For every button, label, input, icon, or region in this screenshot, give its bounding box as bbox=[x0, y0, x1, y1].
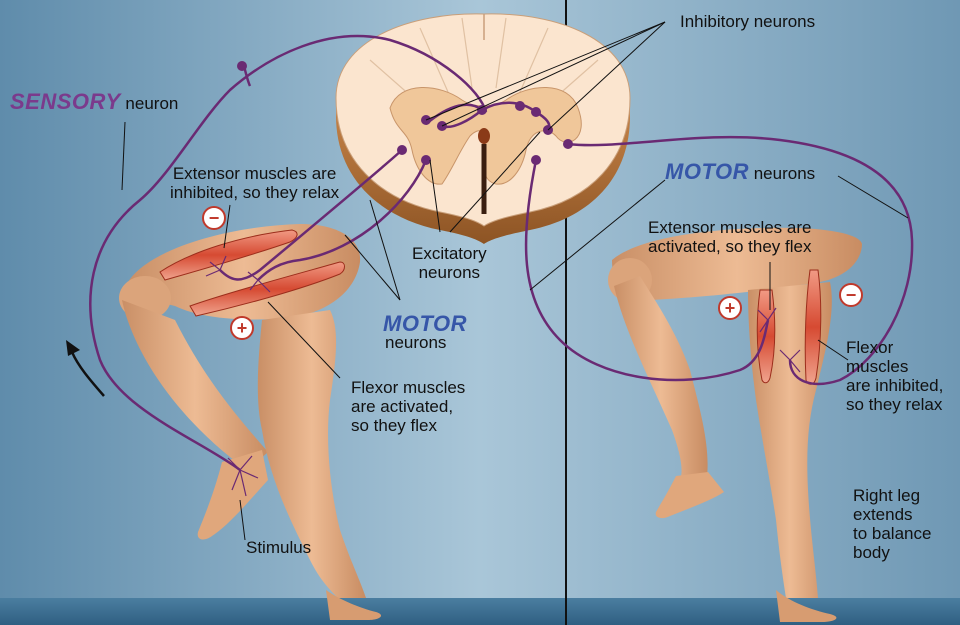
flexor-inhibited-line2: muscles bbox=[846, 357, 943, 376]
minus-badge-right: − bbox=[840, 284, 862, 306]
extensor-inhibited-line2: inhibited, so they relax bbox=[170, 183, 339, 202]
motor-neurons-left-label: MOTOR neurons bbox=[383, 314, 467, 352]
extensor-inhibited-line1: Extensor muscles are bbox=[170, 164, 339, 183]
flexor-activated-label: Flexor muscles are activated, so they fl… bbox=[351, 378, 465, 435]
flexor-inhibited-line4: so they relax bbox=[846, 395, 943, 414]
sensory-word: SENSORY bbox=[10, 89, 121, 114]
motor-left-word: MOTOR bbox=[383, 314, 467, 333]
inhibitory-neurons-label: Inhibitory neurons bbox=[680, 12, 815, 31]
right-extensor-muscle bbox=[757, 290, 775, 383]
right-leg-line2: extends bbox=[853, 505, 931, 524]
stimulus-label: Stimulus bbox=[246, 538, 311, 557]
flexor-inhibited-line1: Flexor bbox=[846, 338, 943, 357]
svg-text:+: + bbox=[725, 298, 736, 318]
flexor-inhibited-line3: are inhibited, bbox=[846, 376, 943, 395]
minus-badge-left: − bbox=[203, 207, 225, 229]
svg-text:−: − bbox=[209, 208, 220, 228]
extensor-inhibited-label: Extensor muscles are inhibited, so they … bbox=[170, 164, 339, 202]
excitatory-line1: Excitatory bbox=[412, 244, 487, 263]
flexor-activated-line3: so they flex bbox=[351, 416, 465, 435]
excitatory-neurons-label: Excitatory neurons bbox=[412, 244, 487, 282]
sensory-neuron-label: SENSORY neuron bbox=[10, 92, 178, 113]
svg-text:−: − bbox=[846, 285, 857, 305]
plus-badge-left: + bbox=[231, 317, 253, 339]
right-leg-line3: to balance bbox=[853, 524, 931, 543]
extensor-activated-label: Extensor muscles are activated, so they … bbox=[648, 218, 811, 256]
flexor-inhibited-label: Flexor muscles are inhibited, so they re… bbox=[846, 338, 943, 414]
flexor-activated-line2: are activated, bbox=[351, 397, 465, 416]
right-leg-line1: Right leg bbox=[853, 486, 931, 505]
central-canal bbox=[478, 128, 490, 144]
sensory-suffix: neuron bbox=[125, 94, 178, 113]
motor-neurons-right-label: MOTOR neurons bbox=[665, 162, 815, 183]
flexor-activated-line1: Flexor muscles bbox=[351, 378, 465, 397]
motor-right-word: MOTOR bbox=[665, 159, 749, 184]
plus-badge-right: + bbox=[719, 297, 741, 319]
svg-text:+: + bbox=[237, 318, 248, 338]
motor-right-suffix: neurons bbox=[754, 164, 815, 183]
excitatory-line2: neurons bbox=[412, 263, 487, 282]
extensor-activated-line2: activated, so they flex bbox=[648, 237, 811, 256]
right-leg-balance-label: Right leg extends to balance body bbox=[853, 486, 931, 562]
extensor-activated-line1: Extensor muscles are bbox=[648, 218, 811, 237]
right-leg-line4: body bbox=[853, 543, 931, 562]
